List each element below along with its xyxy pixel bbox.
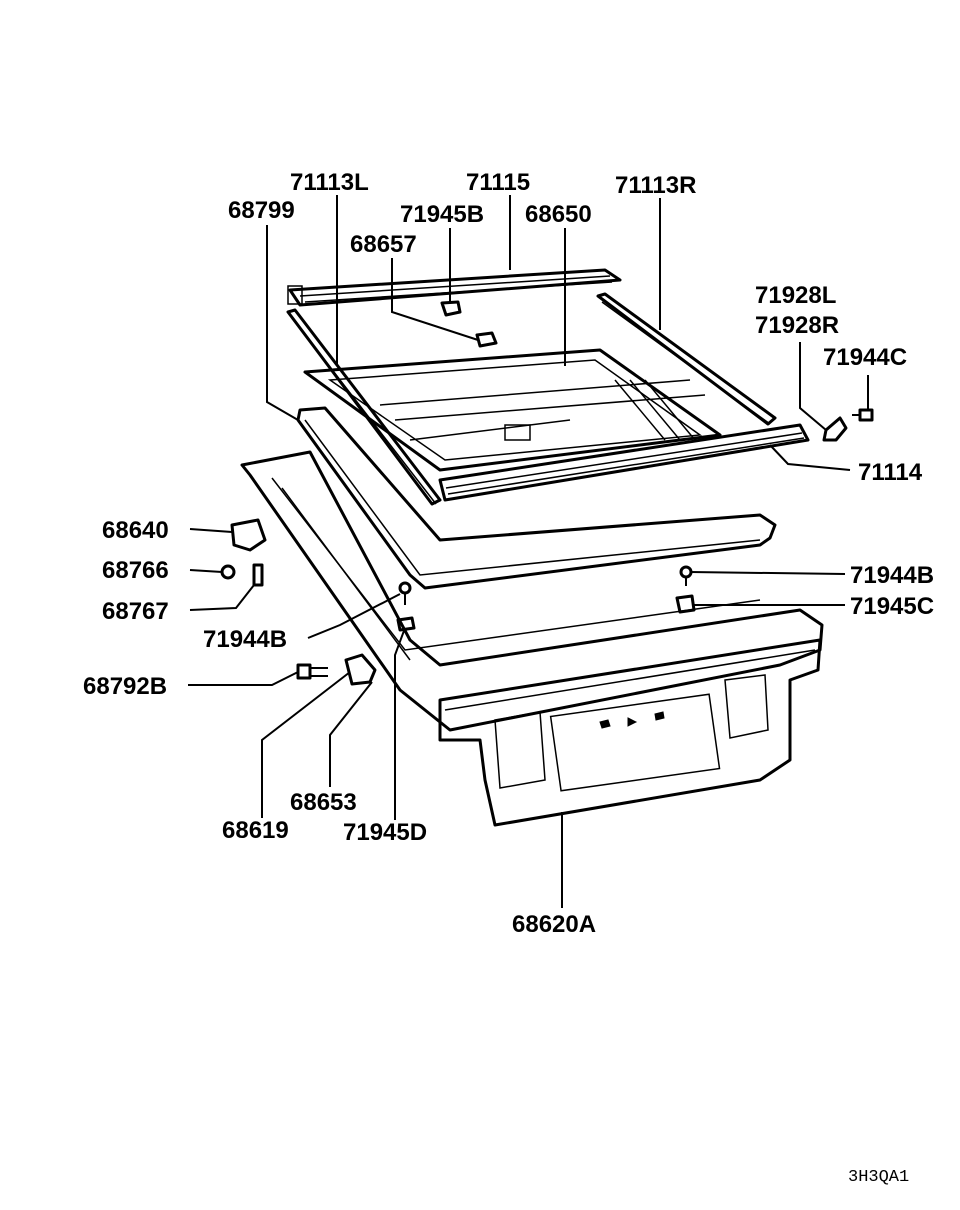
label-71115: 71115 bbox=[466, 169, 530, 196]
label-68653: 68653 bbox=[290, 789, 357, 816]
drawing-code: 3H3QA1 bbox=[848, 1168, 909, 1187]
label-71928L: 71928L bbox=[755, 282, 836, 309]
top-molding-part bbox=[287, 268, 622, 307]
label-71945D: 71945D bbox=[343, 819, 427, 846]
label-68799: 68799 bbox=[228, 197, 295, 224]
weatherstrip-part bbox=[296, 406, 777, 590]
label-71113L: 71113L bbox=[290, 169, 369, 196]
label-71944B-left: 71944B bbox=[203, 626, 287, 653]
label-68619: 68619 bbox=[222, 817, 289, 844]
left-side-molding-part bbox=[286, 308, 442, 506]
label-68650: 68650 bbox=[525, 201, 592, 228]
label-68766: 68766 bbox=[102, 557, 169, 584]
label-71928R: 71928R bbox=[755, 312, 839, 339]
label-71944B-right: 71944B bbox=[850, 562, 934, 589]
label-71944C: 71944C bbox=[823, 344, 907, 371]
label-68620A: 68620A bbox=[512, 911, 596, 938]
right-side-molding-part bbox=[596, 292, 777, 426]
leader-lines bbox=[188, 195, 869, 908]
small-hardware-parts bbox=[220, 300, 874, 686]
rear-molding-part bbox=[438, 423, 810, 502]
trunk-lid-part bbox=[240, 450, 824, 827]
label-68657: 68657 bbox=[350, 231, 417, 258]
label-68792B: 68792B bbox=[83, 673, 167, 700]
label-71945B-top: 71945B bbox=[400, 201, 484, 228]
label-71113R: 71113R bbox=[615, 172, 696, 199]
label-68767: 68767 bbox=[102, 598, 169, 625]
label-71945C: 71945C bbox=[850, 593, 934, 620]
label-71114: 71114 bbox=[858, 459, 923, 486]
rear-glass-part bbox=[303, 348, 722, 472]
label-68640: 68640 bbox=[102, 517, 169, 544]
